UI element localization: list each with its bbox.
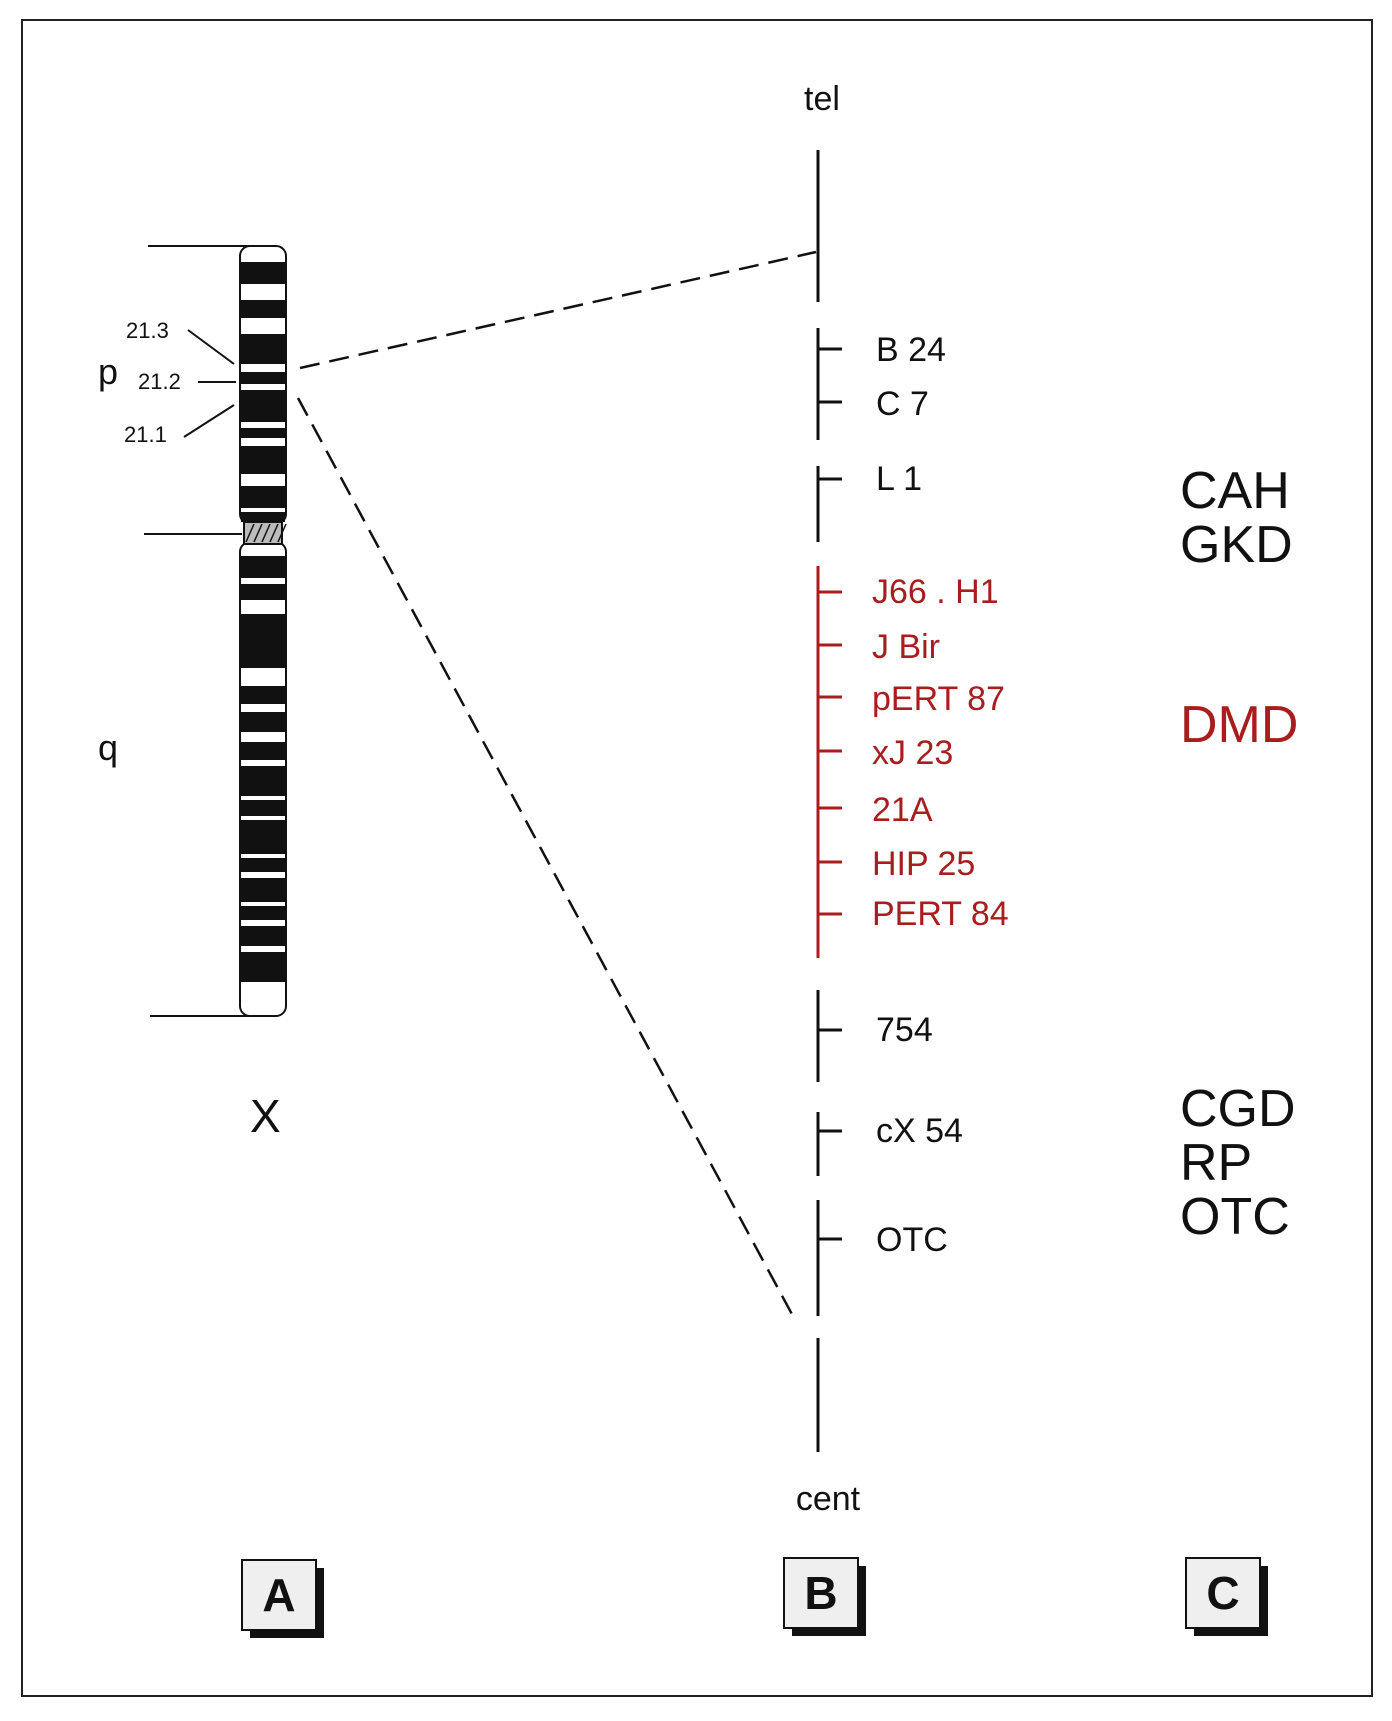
marker-label-jbir: J Bir <box>872 628 940 666</box>
marker-label-21a: 21A <box>872 791 933 829</box>
marker-label-pert84: PERT 84 <box>872 895 1009 933</box>
band-label-21-3: 21.3 <box>126 318 169 343</box>
marker-label-cx54: cX 54 <box>876 1112 963 1150</box>
chromosome-band-9 <box>241 512 285 522</box>
disease-label-rp: RP <box>1180 1134 1252 1192</box>
chromosome-band-19 <box>241 858 285 872</box>
centromere-hatch <box>253 523 263 543</box>
chromosome-band-12 <box>241 614 285 668</box>
chromosome-band-1 <box>241 262 285 284</box>
centromere-hatch <box>245 523 255 543</box>
marker-label-j66h1: J66 . H1 <box>872 573 999 611</box>
chromosome-band-15 <box>241 742 285 760</box>
marker-label-xj23: xJ 23 <box>872 734 953 772</box>
chromosome-band-20 <box>241 878 285 902</box>
marker-label-pert87: pERT 87 <box>872 680 1005 718</box>
marker-label-b24: B 24 <box>876 331 946 369</box>
panel-label-c-box: C <box>1185 1557 1268 1636</box>
panel-label-a: A <box>262 1569 295 1621</box>
centromere-label: cent <box>796 1480 861 1518</box>
disease-label-dmd: DMD <box>1180 696 1298 754</box>
chromosome-band-10 <box>241 556 285 578</box>
chromosome-label-x: X <box>250 1090 281 1142</box>
panel-label-c: C <box>1206 1567 1239 1619</box>
chromosome-band-2 <box>241 300 285 318</box>
centromere-hatch <box>269 523 279 543</box>
x-chromosome-ideogram <box>239 245 287 1017</box>
chromosome-band-11 <box>241 584 285 600</box>
chromosome-band-21 <box>241 906 285 920</box>
marker-label-otc: OTC <box>876 1221 948 1259</box>
chromosome-band-23 <box>241 952 285 982</box>
telomere-label: tel <box>804 80 840 118</box>
arm-label-q: q <box>98 727 118 768</box>
disease-label-cah: CAH <box>1180 462 1290 520</box>
panel-label-b: B <box>804 1567 837 1619</box>
chromosome-band-14 <box>241 712 285 732</box>
chromosome-band-4 <box>241 372 285 384</box>
marker-label-hip25: HIP 25 <box>872 845 975 883</box>
marker-label-c7: C 7 <box>876 385 929 423</box>
chromosome-band-5 <box>241 390 285 422</box>
chromosome-band-17 <box>241 800 285 816</box>
disease-label-cgd: CGD <box>1180 1080 1296 1138</box>
chromosome-band-8 <box>241 486 285 508</box>
disease-label-otc: OTC <box>1180 1188 1290 1246</box>
chromosome-band-6 <box>241 428 285 438</box>
chromosome-band-7 <box>241 446 285 474</box>
marker-label-l1: L 1 <box>876 460 922 498</box>
panel-label-b-box: B <box>783 1557 866 1636</box>
band-label-21-2: 21.2 <box>138 369 181 394</box>
centromere-hatch <box>261 523 271 543</box>
chromosome-band-3 <box>241 334 285 364</box>
disease-label-gkd: GKD <box>1180 516 1293 574</box>
chromosome-band-13 <box>241 686 285 704</box>
chromosome-band-22 <box>241 926 285 946</box>
band-21-3-pointer <box>187 329 235 365</box>
figure-frame <box>21 19 1373 1697</box>
chromosome-band-16 <box>241 766 285 796</box>
centromere-hatch <box>277 523 287 543</box>
chromosome-band-18 <box>241 820 285 854</box>
arm-label-p: p <box>98 351 118 392</box>
band-label-21-1: 21.1 <box>124 422 167 447</box>
chromosome-p-arm-outline <box>239 245 287 525</box>
marker-label-754: 754 <box>876 1011 933 1049</box>
zoom-line-bottom <box>296 397 796 1319</box>
panel-label-a-box: A <box>241 1559 324 1638</box>
band-21-1-pointer <box>183 404 235 438</box>
